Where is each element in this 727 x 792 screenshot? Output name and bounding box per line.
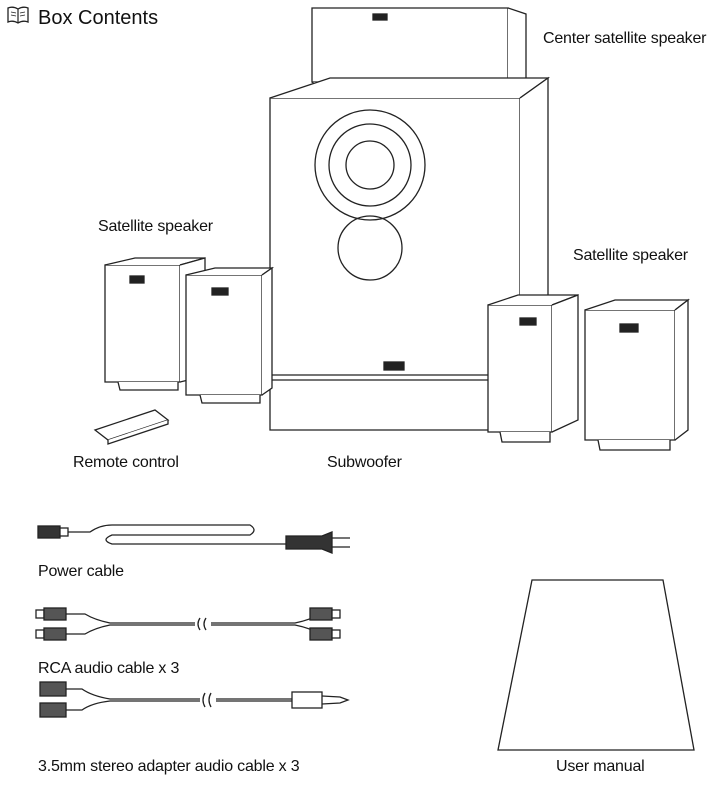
rca-cable-illustration (35, 607, 341, 641)
manual-label: User manual (556, 758, 645, 775)
remote-control-illustration (93, 409, 170, 445)
section-title: Box Contents (6, 6, 158, 30)
satellite-left-label: Satellite speaker (98, 218, 213, 235)
adapter-cable-illustration (39, 681, 350, 718)
satellite-right-label: Satellite speaker (573, 247, 688, 264)
left-satellite-speaker-2 (185, 266, 275, 404)
rca-cable-label: RCA audio cable x 3 (38, 660, 180, 677)
power-cable-label: Power cable (38, 563, 124, 580)
power-cable-illustration (37, 524, 350, 554)
page-title: Box Contents (38, 6, 159, 29)
right-satellite-speaker-1 (487, 294, 579, 443)
center-speaker-label: Center satellite speaker (543, 30, 707, 47)
right-satellite-speaker-2 (584, 298, 690, 451)
user-manual-illustration (497, 579, 695, 751)
subwoofer-label: Subwoofer (327, 454, 402, 471)
open-book-icon (6, 6, 30, 30)
remote-label: Remote control (73, 454, 179, 471)
adapter-cable-label: 3.5mm stereo adapter audio cable x 3 (38, 758, 300, 775)
